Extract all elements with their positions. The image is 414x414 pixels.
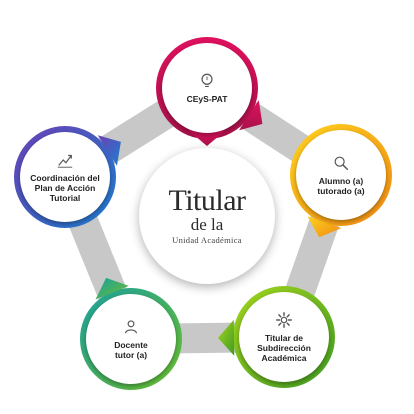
node-alumno-tutorado[interactable]: Alumno (a) tutorado (a) (296, 130, 386, 220)
center-title: Titular (168, 184, 246, 217)
arrow-subdireccion (218, 319, 235, 356)
arrow-docente (95, 277, 129, 300)
center-caption: Unidad Académica (172, 235, 242, 245)
gear-icon (276, 312, 292, 328)
lightbulb-icon (201, 73, 213, 87)
user-icon (125, 320, 137, 334)
search-icon (334, 156, 349, 171)
node-label-alumno: Alumno (a) tutorado (a) (317, 176, 365, 196)
node-ceys-pat[interactable]: CEyS-PAT (162, 43, 252, 133)
node-docente-tutor[interactable]: Docente tutor (a) (86, 294, 176, 384)
arrow-coordinacion (97, 135, 121, 166)
node-label-ceys-pat: CEyS-PAT (186, 94, 228, 104)
arrow-ceys-down (188, 130, 226, 146)
center-circle: Titular de la Unidad Académica (139, 148, 275, 284)
node-arrows (95, 100, 342, 356)
arrow-ceys (239, 100, 263, 131)
center-subtitle: de la (190, 215, 224, 234)
node-label-docente: Docente tutor (a) (114, 340, 148, 360)
chart-line-icon (57, 154, 73, 168)
arrow-alumno (307, 216, 342, 238)
node-titular-subdireccion[interactable]: Titular de Subdirección Académica (239, 292, 329, 382)
node-label-coordinacion: Coordinación del Plan de Acción Tutorial (30, 173, 100, 203)
node-coordinacion-pat[interactable]: Coordinación del Plan de Acción Tutorial (20, 132, 110, 222)
node-label-subdireccion: Titular de Subdirección Académica (257, 333, 311, 363)
